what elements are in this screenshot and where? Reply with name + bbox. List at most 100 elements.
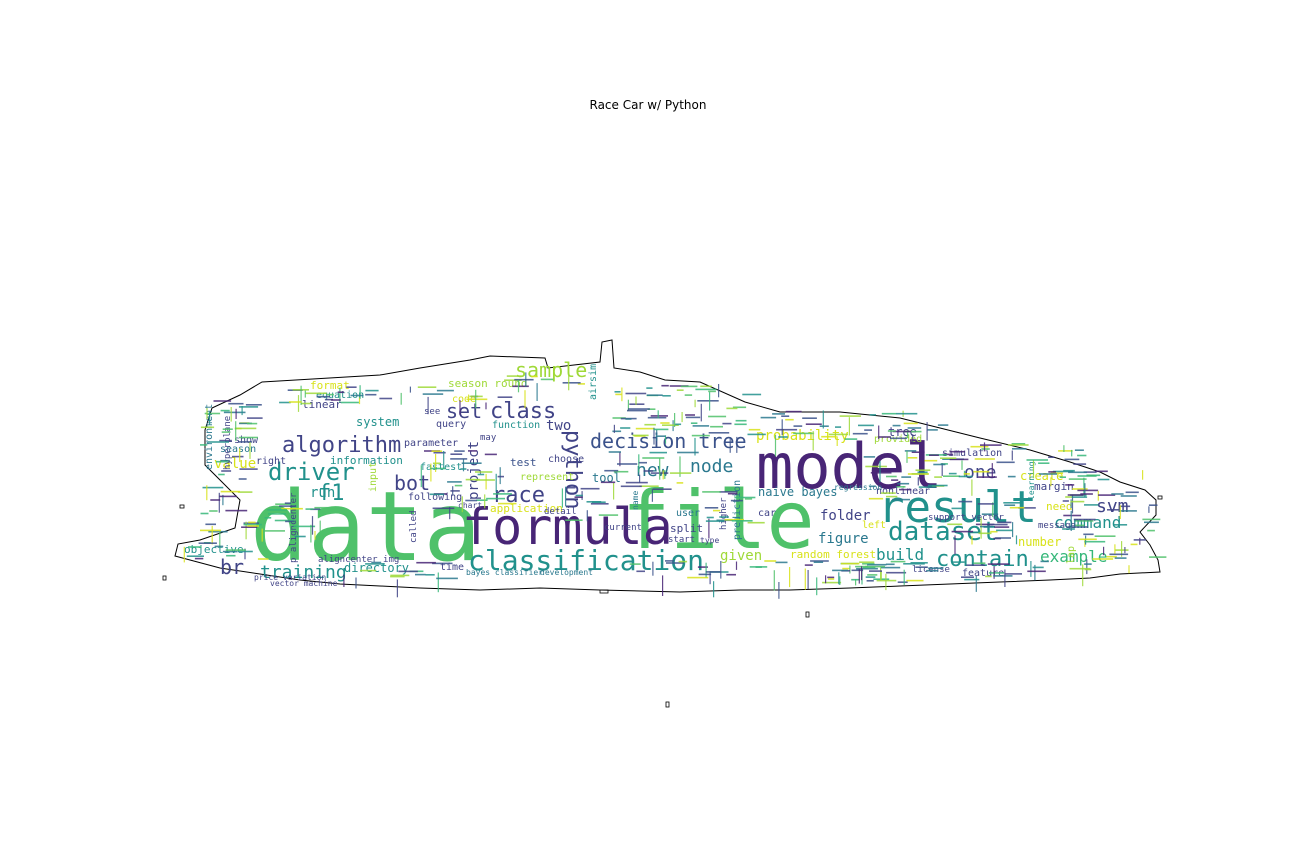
cloud-word-learning: learning: [1027, 461, 1036, 500]
micro-word-mark: [628, 408, 650, 410]
micro-word-mark: [729, 437, 731, 453]
micro-word-mark: [730, 499, 743, 502]
micro-word-mark: [924, 459, 938, 462]
micro-word-mark: [305, 508, 314, 510]
micro-word-mark: [892, 424, 901, 427]
micro-word-mark: [314, 506, 329, 509]
micro-word-mark: [880, 566, 901, 569]
micro-word-mark: [498, 502, 517, 505]
micro-word-mark: [662, 424, 679, 426]
micro-word-mark: [952, 561, 965, 563]
micro-word-mark: [207, 441, 229, 443]
micro-word-mark: [735, 419, 747, 422]
micro-word-mark: [838, 572, 840, 585]
micro-word-mark: [1038, 462, 1050, 464]
micro-word-mark: [567, 486, 576, 489]
micro-word-mark: [235, 421, 237, 441]
cloud-word-project: project: [466, 441, 482, 500]
micro-word-mark: [200, 529, 221, 532]
micro-word-mark: [398, 570, 418, 573]
micro-word-mark: [202, 486, 224, 489]
micro-word-mark: [304, 390, 306, 398]
micro-word-mark: [468, 450, 477, 452]
micro-word-mark: [880, 567, 882, 581]
cloud-word-environment: environment: [204, 404, 215, 470]
micro-word-mark: [810, 560, 829, 562]
micro-word-mark: [499, 467, 501, 485]
micro-word-mark: [646, 387, 653, 389]
micro-word-mark: [993, 566, 995, 579]
micro-word-mark: [1070, 500, 1085, 503]
micro-word-mark: [726, 407, 738, 410]
micro-word-mark: [1086, 559, 1088, 575]
micro-word-mark: [476, 499, 488, 501]
micro-word-mark: [638, 461, 647, 464]
micro-word-mark: [859, 561, 875, 563]
micro-word-mark: [339, 387, 341, 403]
micro-word-mark: [981, 513, 999, 515]
micro-word-mark: [963, 473, 970, 475]
micro-word-mark: [220, 459, 230, 462]
micro-word-mark: [619, 452, 621, 467]
micro-word-mark: [805, 423, 822, 425]
micro-word-mark: [879, 460, 881, 482]
micro-word-mark: [858, 569, 860, 584]
micro-word-mark: [536, 383, 538, 401]
micro-word-mark: [238, 436, 258, 439]
cloud-word-driver: driver: [268, 458, 355, 486]
micro-word-mark: [694, 437, 696, 456]
micro-word-mark: [443, 451, 445, 470]
micro-word-mark: [1009, 506, 1025, 509]
micro-word-mark: [639, 474, 641, 483]
micro-word-mark: [697, 400, 719, 402]
micro-word-mark: [679, 456, 681, 477]
micro-word-mark: [627, 409, 647, 412]
micro-word-mark: [1070, 499, 1072, 508]
micro-word-mark: [644, 423, 656, 426]
cloud-word-fastest: fastest: [420, 462, 462, 473]
micro-word-mark: [881, 412, 897, 415]
micro-word-mark: [994, 526, 1010, 528]
cloud-word-system: system: [356, 415, 399, 429]
micro-word-mark: [698, 573, 712, 576]
micro-word-mark: [1107, 509, 1119, 511]
micro-word-mark: [735, 561, 738, 570]
cloud-word-see: see: [424, 407, 440, 417]
micro-word-mark: [281, 507, 303, 510]
micro-word-mark: [495, 473, 497, 492]
micro-word-mark: [970, 445, 989, 448]
micro-word-mark: [245, 521, 247, 540]
micro-word-mark: [186, 555, 204, 557]
micro-word-mark: [222, 494, 224, 506]
micro-word-mark: [722, 422, 732, 425]
micro-word-mark: [615, 393, 622, 396]
micro-word-mark: [886, 495, 898, 498]
micro-word-mark: [907, 430, 909, 439]
micro-word-mark: [868, 497, 884, 500]
cloud-word-function: function: [492, 420, 540, 431]
micro-word-mark: [812, 431, 814, 451]
micro-word-mark: [200, 444, 208, 446]
micro-word-mark: [1075, 520, 1094, 522]
micro-word-mark: [651, 488, 653, 502]
micro-word-mark: [993, 575, 1013, 577]
micro-word-mark: [781, 415, 790, 417]
micro-word-mark: [958, 500, 973, 503]
micro-word-mark: [836, 436, 838, 446]
cloud-word-p-aligncenter: p aligncenter: [289, 492, 299, 563]
micro-word-mark: [565, 519, 583, 521]
micro-word-mark: [915, 469, 931, 471]
micro-word-mark: [466, 398, 488, 401]
micro-word-mark: [710, 425, 723, 428]
micro-word-mark: [614, 391, 621, 393]
micro-word-mark: [661, 384, 669, 387]
cloud-word-given: given: [720, 548, 762, 564]
micro-word-mark: [676, 389, 684, 391]
micro-word-mark: [906, 450, 908, 463]
micro-word-mark: [1128, 565, 1130, 574]
micro-word-mark: [917, 477, 919, 486]
micro-word-mark: [285, 520, 295, 523]
micro-word-mark: [892, 498, 910, 501]
micro-word-mark: [719, 491, 738, 493]
